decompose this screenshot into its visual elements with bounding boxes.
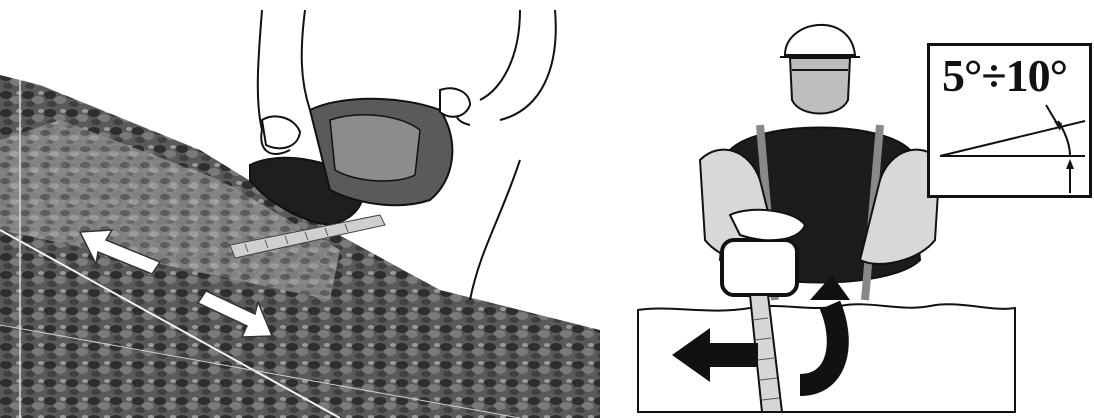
double-direction-arrow-icon	[78, 229, 274, 338]
operator-figure	[698, 23, 942, 301]
sweep-left-arrow-icon	[672, 328, 758, 382]
hedge-top-cutting-illustration	[0, 9, 600, 418]
curved-up-arrow-icon	[799, 275, 850, 396]
hedge-trimmer	[229, 87, 472, 259]
angle-callout-box: 5°÷10°	[927, 43, 1092, 198]
operator-figure	[256, 9, 557, 301]
angle-label: 5°÷10°	[942, 50, 1068, 101]
angle-diagram-icon	[939, 104, 1086, 193]
hedge-trimmer-blade	[748, 294, 784, 413]
hedge-side-cutting-illustration	[637, 23, 1016, 413]
hedge	[0, 75, 600, 418]
